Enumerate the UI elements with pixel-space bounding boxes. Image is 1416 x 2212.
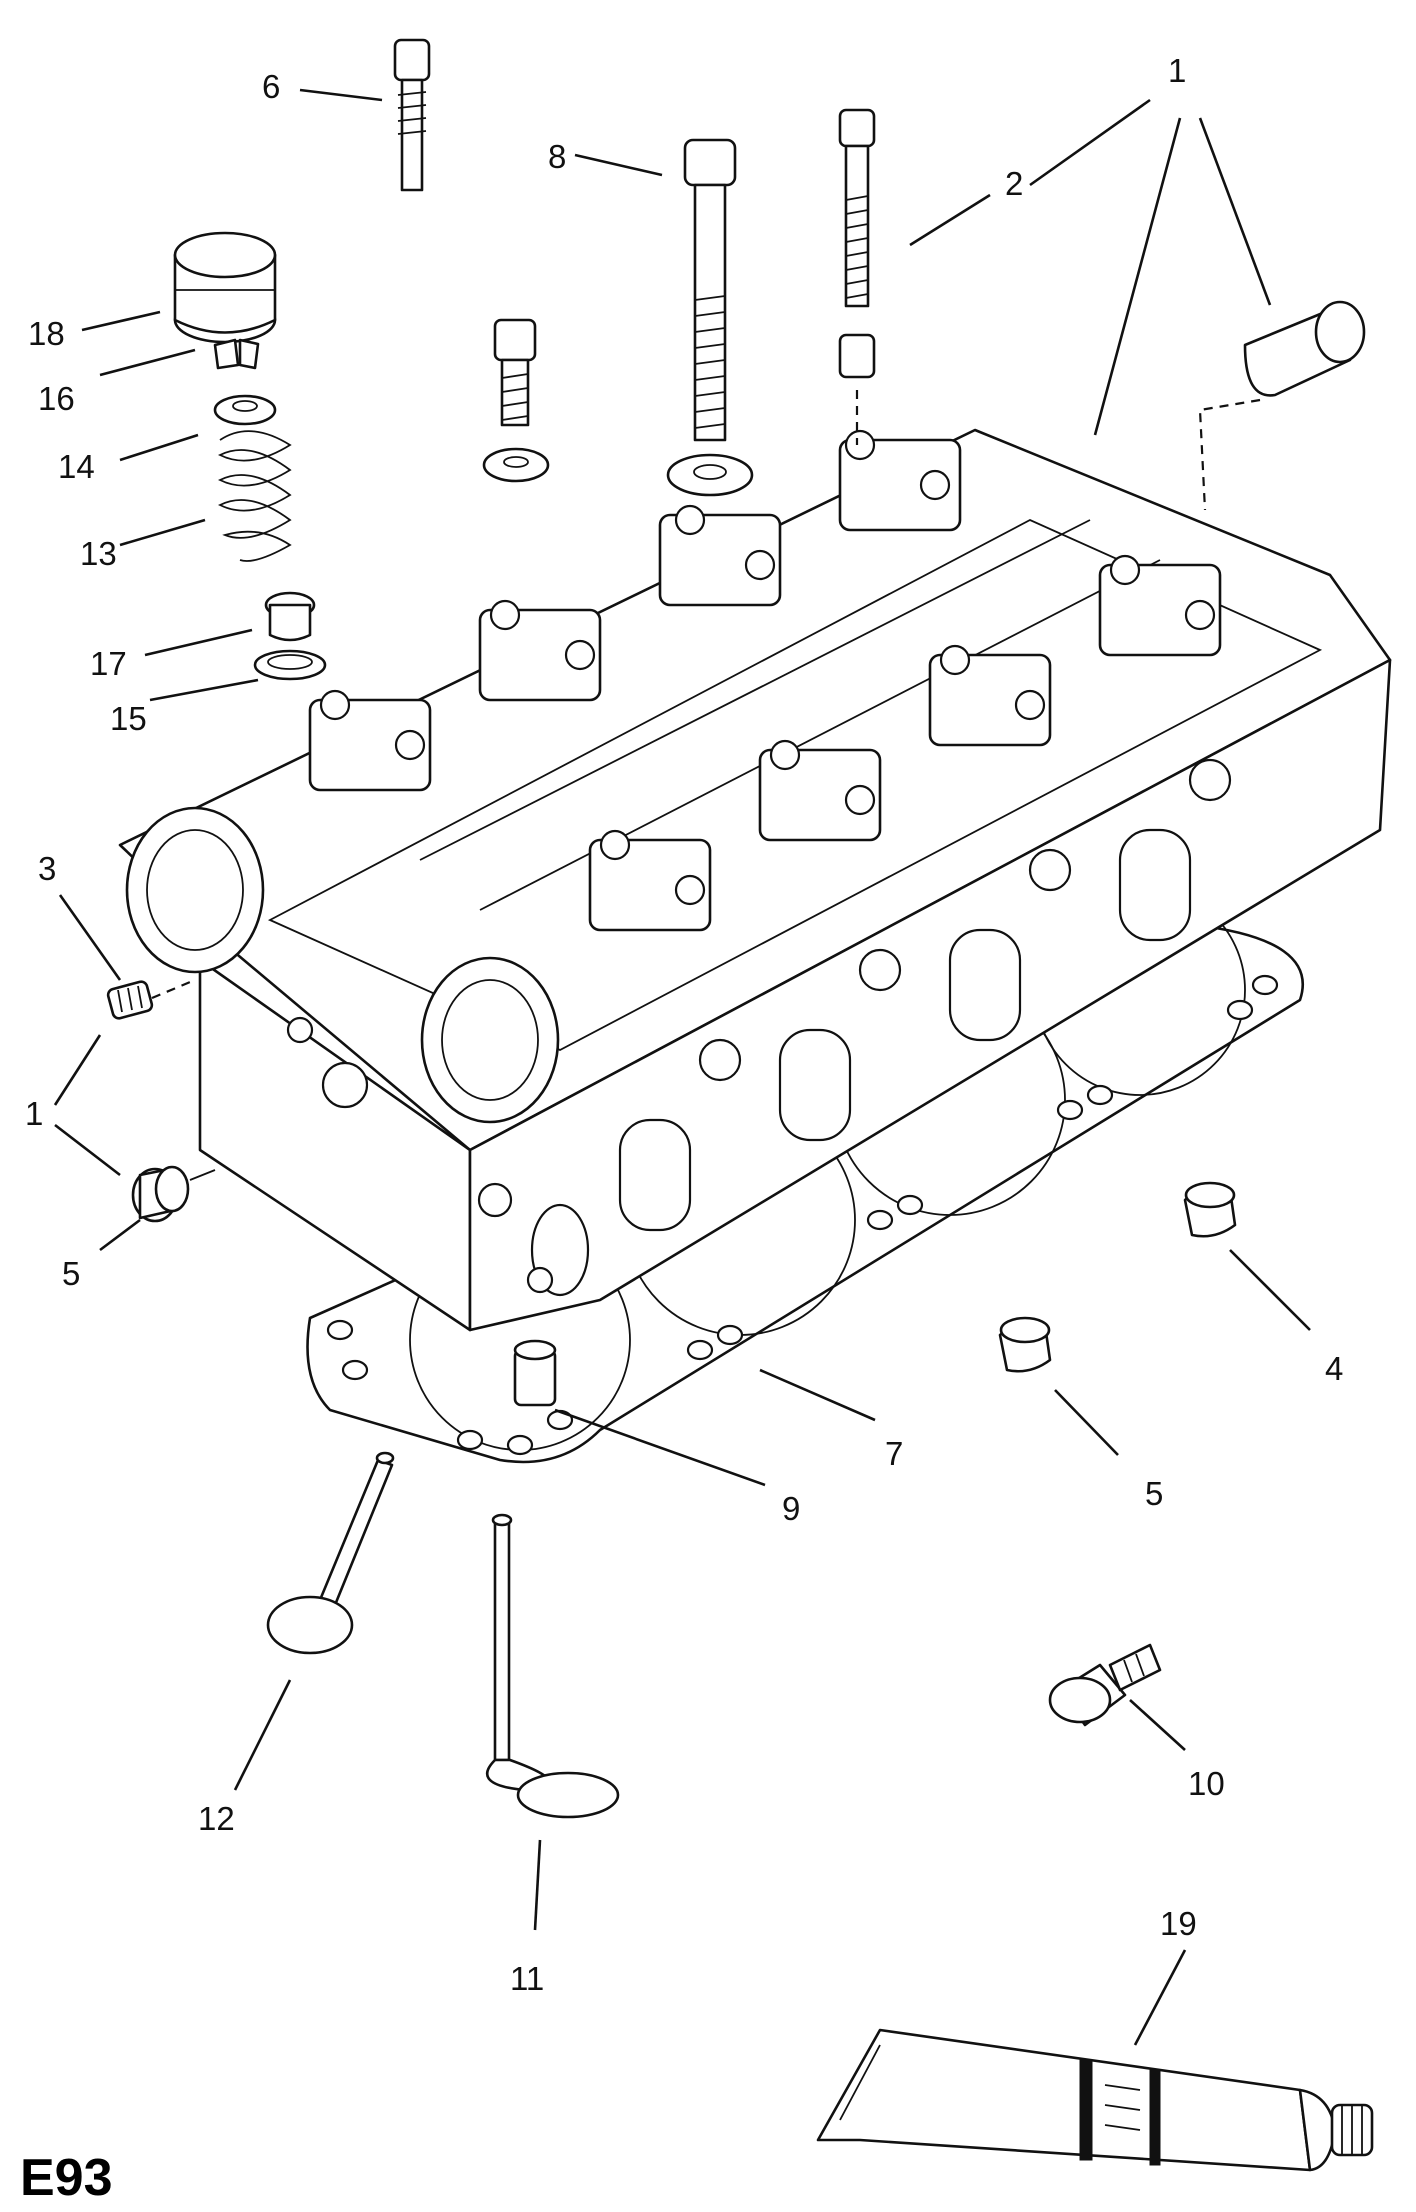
callout-19: 19 <box>1160 1905 1197 1942</box>
callout-10: 10 <box>1188 1765 1225 1802</box>
part-13-valve-spring <box>217 430 292 562</box>
callout-8: 8 <box>548 138 566 175</box>
part-5-cup-plug-centre <box>998 1316 1052 1373</box>
part-1-plug <box>1198 300 1366 511</box>
part-2-cap-bolt <box>838 108 876 445</box>
callout-18: 18 <box>28 315 65 352</box>
part-17-stem-seal <box>264 591 316 642</box>
callout-1: 1 <box>1168 52 1186 89</box>
callout-11: 11 <box>510 1960 544 1997</box>
part-15-spring-seat <box>253 649 327 681</box>
part-19-sealant-tube <box>816 2028 1374 2172</box>
head-gasket <box>306 884 1305 1464</box>
callout-17: 17 <box>90 645 127 682</box>
callout-16: 16 <box>38 380 75 417</box>
diagram-code: E93 <box>20 2149 113 2207</box>
part-5-cup-plug-left <box>131 1165 216 1223</box>
part-11-exhaust-valve <box>485 1513 620 1819</box>
part-4-cup-plug-right <box>1183 1181 1237 1238</box>
callout-6: 6 <box>262 68 280 105</box>
part-10-flange-bolt <box>1048 1643 1162 1727</box>
callout-4: 4 <box>1325 1350 1343 1387</box>
callout-7: 7 <box>885 1435 903 1472</box>
leader-lines <box>53 88 1311 2046</box>
part-short-bolt <box>482 318 550 483</box>
part-16-collets <box>213 338 260 370</box>
callout-12: 12 <box>198 1800 235 1837</box>
cylinder-head <box>118 428 1392 1332</box>
callout-2: 2 <box>1005 165 1023 202</box>
part-9-dowel <box>513 1339 557 1407</box>
callout-9: 9 <box>782 1490 800 1527</box>
part-14-retainer <box>213 394 277 426</box>
callout-labels: 1 2 3 1 4 5 5 6 7 8 9 10 11 12 13 14 15 … <box>25 52 1343 1997</box>
part-18-tappet <box>173 231 277 344</box>
callout-13: 13 <box>80 535 117 572</box>
callout-3: 3 <box>38 850 56 887</box>
callout-15: 15 <box>110 700 147 737</box>
callout-1-lower: 1 <box>25 1095 43 1132</box>
callout-14: 14 <box>58 448 95 485</box>
part-8-head-bolt <box>666 138 754 497</box>
part-3-threaded-plug <box>106 978 196 1020</box>
part-6-stud <box>393 38 431 192</box>
callout-5-centre: 5 <box>1145 1475 1163 1512</box>
part-12-intake-valve <box>266 1451 395 1655</box>
callout-5-left: 5 <box>62 1255 80 1292</box>
